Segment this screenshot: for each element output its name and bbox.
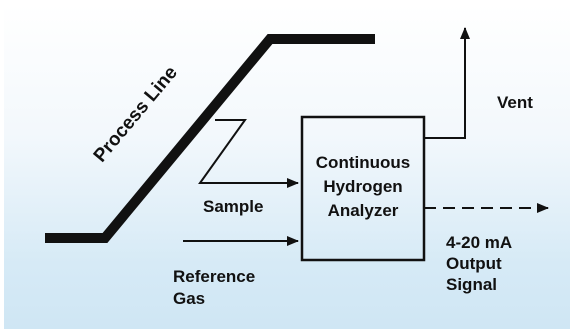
sample-line — [198, 119, 299, 188]
diagram-background — [4, 4, 570, 329]
analyzer-box — [300, 115, 426, 262]
output-signal-label-line3: Signal — [446, 275, 497, 294]
reference-gas-label-line1: Reference — [173, 267, 255, 286]
analyzer-label-line3: Analyzer — [328, 201, 399, 220]
reference-gas-label-line2: Gas — [173, 289, 205, 308]
vent-line — [424, 27, 470, 139]
sample-label: Sample — [203, 197, 263, 216]
analyzer-label-line2: Hydrogen — [323, 177, 402, 196]
vent-label: Vent — [497, 93, 533, 112]
output-signal-label-line1: 4-20 mA — [446, 233, 512, 252]
analyzer-label-line1: Continuous — [316, 153, 410, 172]
process-line-pipe — [45, 34, 375, 243]
output-signal-label-line2: Output — [446, 254, 502, 273]
process-line-label: Process Line — [90, 62, 182, 166]
